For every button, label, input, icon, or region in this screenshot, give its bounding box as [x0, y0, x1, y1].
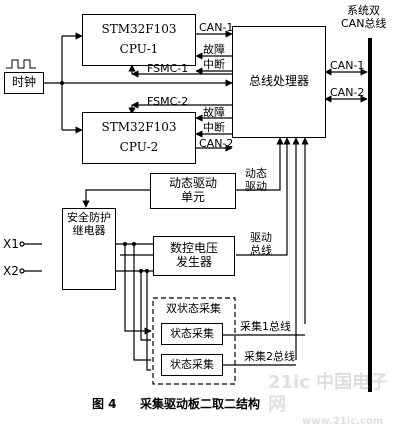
signal-acq-bus1: 采集1总线	[240, 320, 291, 333]
connection-lines	[6, 30, 372, 392]
acq1-box: 状态采集	[161, 323, 223, 345]
dynamic-drive-line1: 动态驱动	[168, 176, 217, 191]
dynamic-drive-box: 动态驱动 单元	[150, 173, 236, 209]
clock-label: 时钟	[11, 75, 36, 90]
signal-dyn-drive-1: 动态	[245, 167, 267, 180]
bus-processor-box: 总线处理器	[232, 26, 326, 138]
signal-fsmc2: FSMC-2	[147, 95, 189, 108]
cpu2-chip: STM32F103	[101, 120, 177, 135]
bus-label-line1: 系统双	[347, 4, 380, 17]
acq1-label: 状态采集	[170, 326, 214, 340]
signal-int1: 中断	[203, 58, 225, 71]
signal-can1-bus: CAN-1	[330, 59, 365, 72]
watermark-text: 21ic 中国电子网	[268, 372, 389, 415]
cpu1-name: CPU-1	[119, 42, 159, 56]
bus-processor-label: 总线处理器	[248, 74, 309, 89]
acq2-label: 状态采集	[170, 357, 214, 371]
dual-acq-group	[152, 297, 236, 385]
dac-line1: 数控电压	[169, 241, 218, 256]
figure-title: 采集驱动板二取二结构	[140, 397, 261, 411]
signal-can2-bus: CAN-2	[330, 86, 365, 99]
safety-relay-box: 安全防护 继电器	[62, 208, 116, 290]
clock-waveform-icon	[6, 59, 36, 69]
cpu2-box: STM32F103 CPU-2	[82, 112, 196, 164]
safety-relay-line1: 安全防护	[67, 211, 111, 224]
bus-label-line2: CAN总线	[341, 17, 387, 30]
dac-line2: 发生器	[175, 255, 212, 269]
signal-can2-cpu: CAN-2	[199, 137, 234, 150]
signal-fault1: 故障	[203, 43, 225, 56]
clock-box: 时钟	[4, 72, 44, 94]
signal-fault2: 故障	[203, 106, 225, 119]
watermark-logo: 21ic 中国电子网 www.21ic.com	[268, 372, 396, 427]
acq2-box: 状态采集	[161, 354, 223, 376]
dac-box: 数控电压 发生器	[153, 236, 235, 276]
input-x1: X1	[3, 237, 19, 251]
signal-drive-bus-1: 驱动	[250, 231, 272, 244]
signal-int2: 中断	[203, 121, 225, 134]
signal-fsmc1: FSMC-1	[147, 62, 189, 75]
signal-dyn-drive-2: 驱动	[245, 180, 267, 193]
dynamic-drive-line2: 单元	[180, 190, 205, 204]
signal-acq-bus2: 采集2总线	[244, 350, 295, 363]
signal-drive-bus-2: 总线	[250, 244, 272, 257]
safety-relay-line2: 继电器	[72, 223, 106, 237]
input-x2: X2	[3, 264, 19, 278]
figure-number: 图 4	[92, 397, 117, 411]
cpu2-name: CPU-2	[119, 140, 159, 154]
cpu1-box: STM32F103 CPU-1	[82, 14, 196, 66]
cpu1-chip: STM32F103	[101, 22, 177, 37]
watermark-url: www.21ic.com	[302, 416, 384, 427]
signal-can1-cpu: CAN-1	[199, 21, 234, 34]
dual-acq-title: 双状态采集	[166, 302, 221, 315]
